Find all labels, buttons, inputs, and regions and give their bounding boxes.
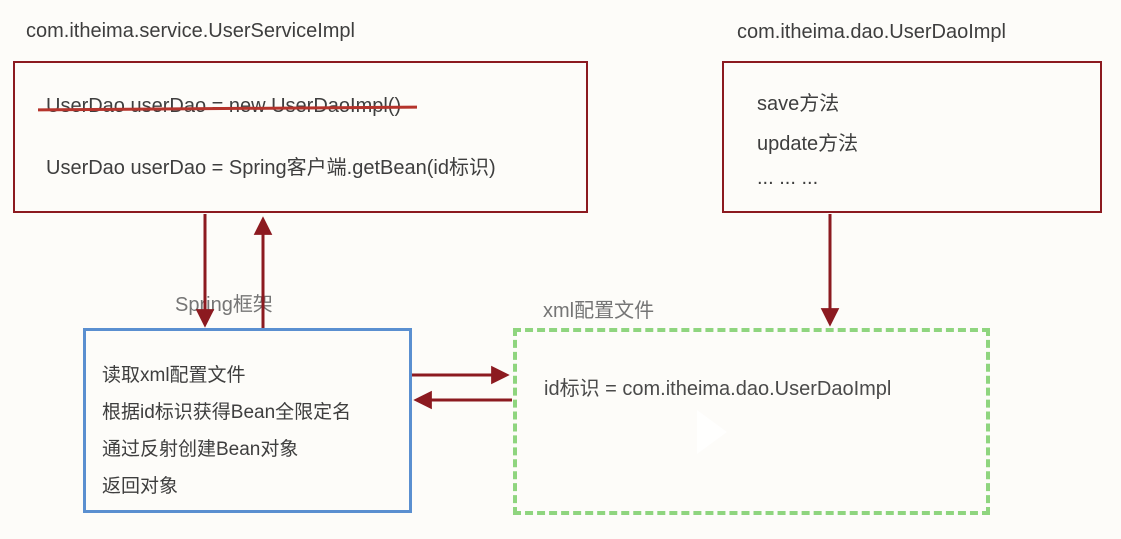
play-watermark-icon <box>697 410 727 454</box>
xml-config-box: id标识 = com.itheima.dao.UserDaoImpl <box>513 328 990 515</box>
dao-method-save: save方法 <box>757 93 840 115</box>
service-class-title: com.itheima.service.UserServiceImpl <box>26 20 355 42</box>
struck-code: UserDao userDao = new UserDaoImpl() <box>37 95 418 118</box>
spring-step-read-xml: 读取xml配置文件 <box>102 365 246 386</box>
spring-step-reflect-create: 通过反射创建Bean对象 <box>102 439 299 460</box>
xml-config-label: xml配置文件 <box>543 300 655 322</box>
dao-method-update: update方法 <box>757 133 859 155</box>
dao-method-ellipsis: ... ... ... <box>757 167 819 189</box>
spring-step-get-classname: 根据id标识获得Bean全限定名 <box>102 402 352 423</box>
dao-impl-box: save方法 update方法 ... ... ... <box>722 61 1102 213</box>
spring-framework-box: 读取xml配置文件 根据id标识获得Bean全限定名 通过反射创建Bean对象 … <box>83 328 412 513</box>
spring-step-return-object: 返回对象 <box>102 476 179 497</box>
old-code-text: UserDao userDao = new UserDaoImpl() <box>46 95 402 117</box>
old-code-line: UserDao userDao = new UserDaoImpl() <box>37 95 418 118</box>
dao-class-title: com.itheima.dao.UserDaoImpl <box>737 21 1006 43</box>
service-impl-box: UserDao userDao = new UserDaoImpl() User… <box>13 61 588 213</box>
spring-framework-label: Spring框架 <box>175 294 273 316</box>
xml-bean-mapping-text: id标识 = com.itheima.dao.UserDaoImpl <box>544 378 892 400</box>
new-code-line: UserDao userDao = Spring客户端.getBean(id标识… <box>46 157 496 179</box>
